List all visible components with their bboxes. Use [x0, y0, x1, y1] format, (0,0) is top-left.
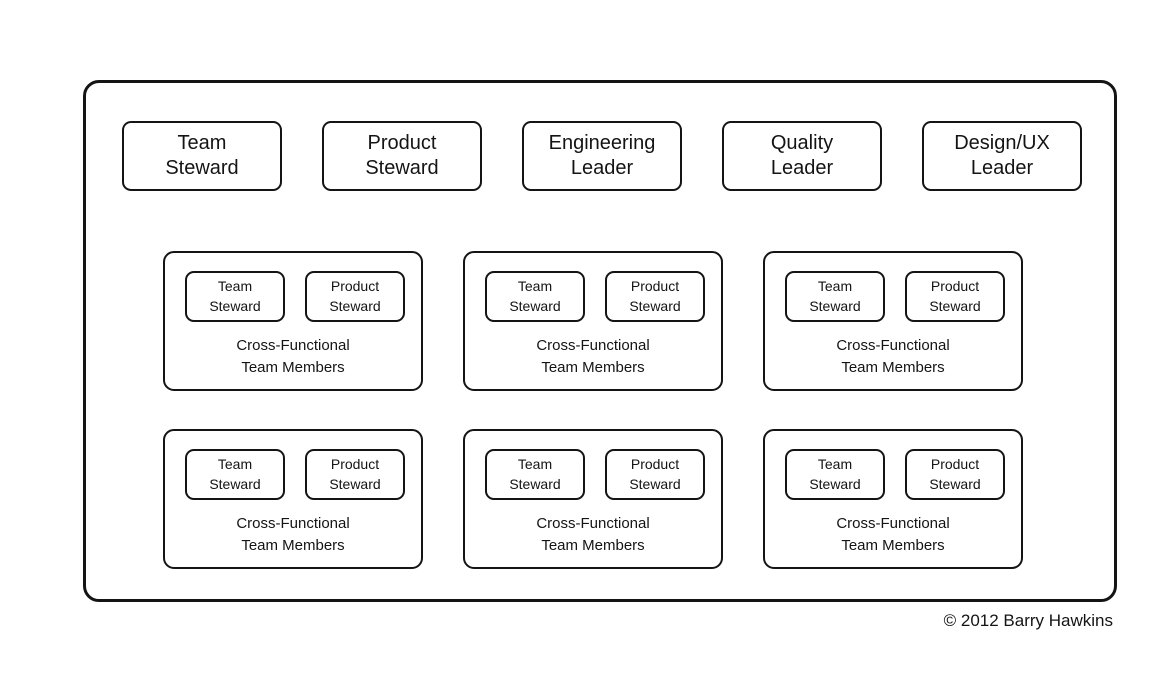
product-steward-box: Product Steward	[305, 271, 405, 322]
team-box: Team Steward Product Steward Cross-Funct…	[763, 429, 1023, 569]
product-steward-box: Product Steward	[605, 449, 705, 500]
leader-box-team-steward: Team Steward	[122, 121, 282, 191]
product-steward-box: Product Steward	[905, 449, 1005, 500]
leader-box-design-ux-leader: Design/UX Leader	[922, 121, 1082, 191]
copyright-text: © 2012 Barry Hawkins	[943, 611, 1113, 630]
leader-box-engineering-leader: Engineering Leader	[522, 121, 682, 191]
product-steward-box: Product Steward	[305, 449, 405, 500]
team-members-label: Cross-Functional Team Members	[236, 515, 350, 554]
leader-box-quality-leader: Quality Leader	[722, 121, 882, 191]
team-steward-box: Team Steward	[185, 449, 285, 500]
team-box: Team Steward Product Steward Cross-Funct…	[463, 251, 723, 391]
team-steward-box: Team Steward	[785, 271, 885, 322]
team-members-label: Cross-Functional Team Members	[536, 515, 650, 554]
team-steward-box: Team Steward	[785, 449, 885, 500]
leader-box-product-steward: Product Steward	[322, 121, 482, 191]
team-box: Team Steward Product Steward Cross-Funct…	[763, 251, 1023, 391]
team-box: Team Steward Product Steward Cross-Funct…	[163, 429, 423, 569]
team-steward-box: Team Steward	[485, 449, 585, 500]
product-steward-box: Product Steward	[905, 271, 1005, 322]
team-members-label: Cross-Functional Team Members	[536, 337, 650, 376]
team-box: Team Steward Product Steward Cross-Funct…	[163, 251, 423, 391]
team-steward-box: Team Steward	[185, 271, 285, 322]
team-members-label: Cross-Functional Team Members	[236, 337, 350, 376]
org-boundary: Team Steward Product Steward Engineering…	[83, 80, 1117, 602]
team-steward-box: Team Steward	[485, 271, 585, 322]
team-members-label: Cross-Functional Team Members	[836, 337, 950, 376]
product-steward-box: Product Steward	[605, 271, 705, 322]
team-members-label: Cross-Functional Team Members	[836, 515, 950, 554]
team-box: Team Steward Product Steward Cross-Funct…	[463, 429, 723, 569]
